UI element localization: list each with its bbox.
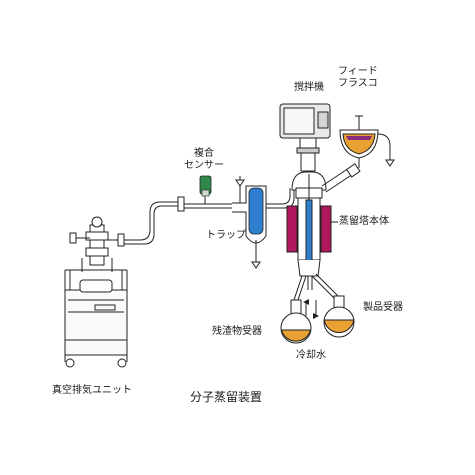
composite-sensor <box>199 175 212 204</box>
residue-receiver-label: 残渣物受器 <box>212 326 262 337</box>
residue-flask <box>280 299 312 344</box>
product-receiver-label: 製品受器 <box>363 302 403 313</box>
vacuum-unit <box>64 216 128 368</box>
product-flask <box>323 295 355 338</box>
cooling-water-arrows <box>303 299 319 319</box>
composite-sensor-label-line1: 複合 <box>194 148 214 159</box>
cooling-water-label: 冷却水 <box>296 350 326 361</box>
feed-flask <box>339 115 395 168</box>
composite-sensor-label: 複合 センサー <box>184 148 224 172</box>
feed-flask-label-line2: フラスコ <box>338 78 378 89</box>
feed-flask-label: フィード フラスコ <box>338 66 378 90</box>
stirrer-label: 撹拌機 <box>294 82 324 93</box>
composite-sensor-label-line2: センサー <box>184 160 224 171</box>
feed-flask-label-line1: フィード <box>338 66 378 77</box>
trap <box>232 185 295 269</box>
vacuum-line <box>124 196 232 245</box>
trap-label: トラップ <box>206 230 246 241</box>
column-label: 蒸留塔本体 <box>339 216 389 227</box>
vacuum-unit-label: 真空排気ユニット <box>52 385 132 396</box>
sensor-valve <box>235 176 245 204</box>
diagram-caption: 分子蒸留装置 <box>190 390 263 404</box>
stirrer <box>279 103 331 172</box>
distillation-column <box>286 174 332 277</box>
